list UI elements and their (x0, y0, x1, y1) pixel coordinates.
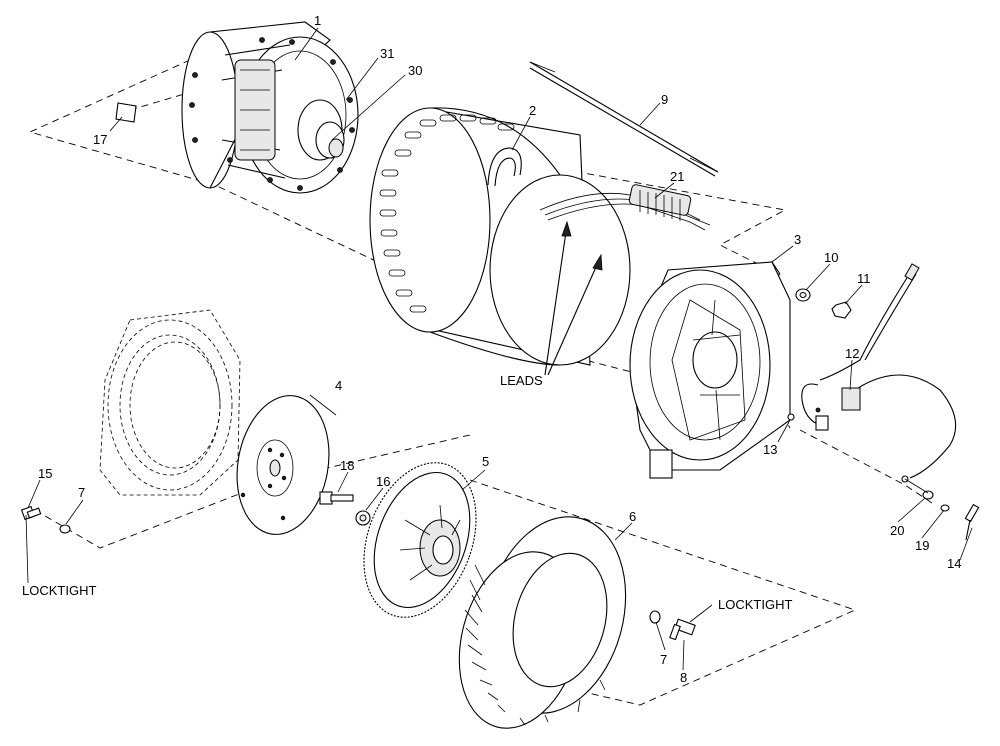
locktight-label-left: LOCKTIGHT (22, 583, 96, 598)
end-bracket-part-3 (629, 261, 791, 479)
locktight-label-right: LOCKTIGHT (718, 597, 792, 612)
callout-7-right: 7 (660, 652, 667, 667)
leads-label: LEADS (500, 373, 543, 388)
key-part-17 (115, 102, 137, 123)
bolt-washer-18-16 (319, 491, 371, 526)
callout-2: 2 (529, 103, 536, 118)
callout-5: 5 (482, 454, 489, 469)
callout-12: 12 (845, 346, 859, 361)
callout-19: 19 (915, 538, 929, 553)
wiring-harness-part-12 (801, 263, 957, 483)
screw-hardware-14-19-20 (922, 490, 980, 541)
small-hardware (787, 288, 852, 421)
callout-7-left: 7 (78, 485, 85, 500)
callout-leader-lines (25, 27, 973, 671)
ring-gear-part-5 (363, 462, 477, 618)
callout-8: 8 (680, 670, 687, 685)
leads-arrows (544, 220, 603, 376)
callout-3: 3 (794, 232, 801, 247)
engine-adapter-dashed (99, 309, 241, 496)
callout-6: 6 (629, 509, 636, 524)
callout-17: 17 (93, 132, 107, 147)
callout-labels: 1 31 30 17 2 9 21 3 10 11 12 13 20 19 14… (22, 13, 961, 685)
callout-18: 18 (340, 458, 354, 473)
stator-housing-part-2 (369, 107, 711, 366)
callout-20: 20 (890, 523, 904, 538)
callout-13: 13 (763, 442, 777, 457)
callout-9: 9 (661, 92, 668, 107)
callout-10: 10 (824, 250, 838, 265)
callout-11: 11 (857, 271, 871, 286)
callout-21: 21 (670, 169, 684, 184)
callout-31: 31 (380, 46, 394, 61)
callout-15: 15 (38, 466, 52, 481)
blower-fan-part-6 (458, 516, 627, 729)
callout-4: 4 (335, 378, 342, 393)
callout-14: 14 (947, 556, 961, 571)
callout-1: 1 (314, 13, 321, 28)
flex-disc-part-4 (236, 395, 330, 535)
callout-30: 30 (408, 63, 422, 78)
callout-16: 16 (376, 474, 390, 489)
bolts-7-8-15 (20, 505, 696, 641)
rotor-assembly-part-1 (181, 21, 359, 194)
through-bolt-part-9 (529, 61, 719, 177)
